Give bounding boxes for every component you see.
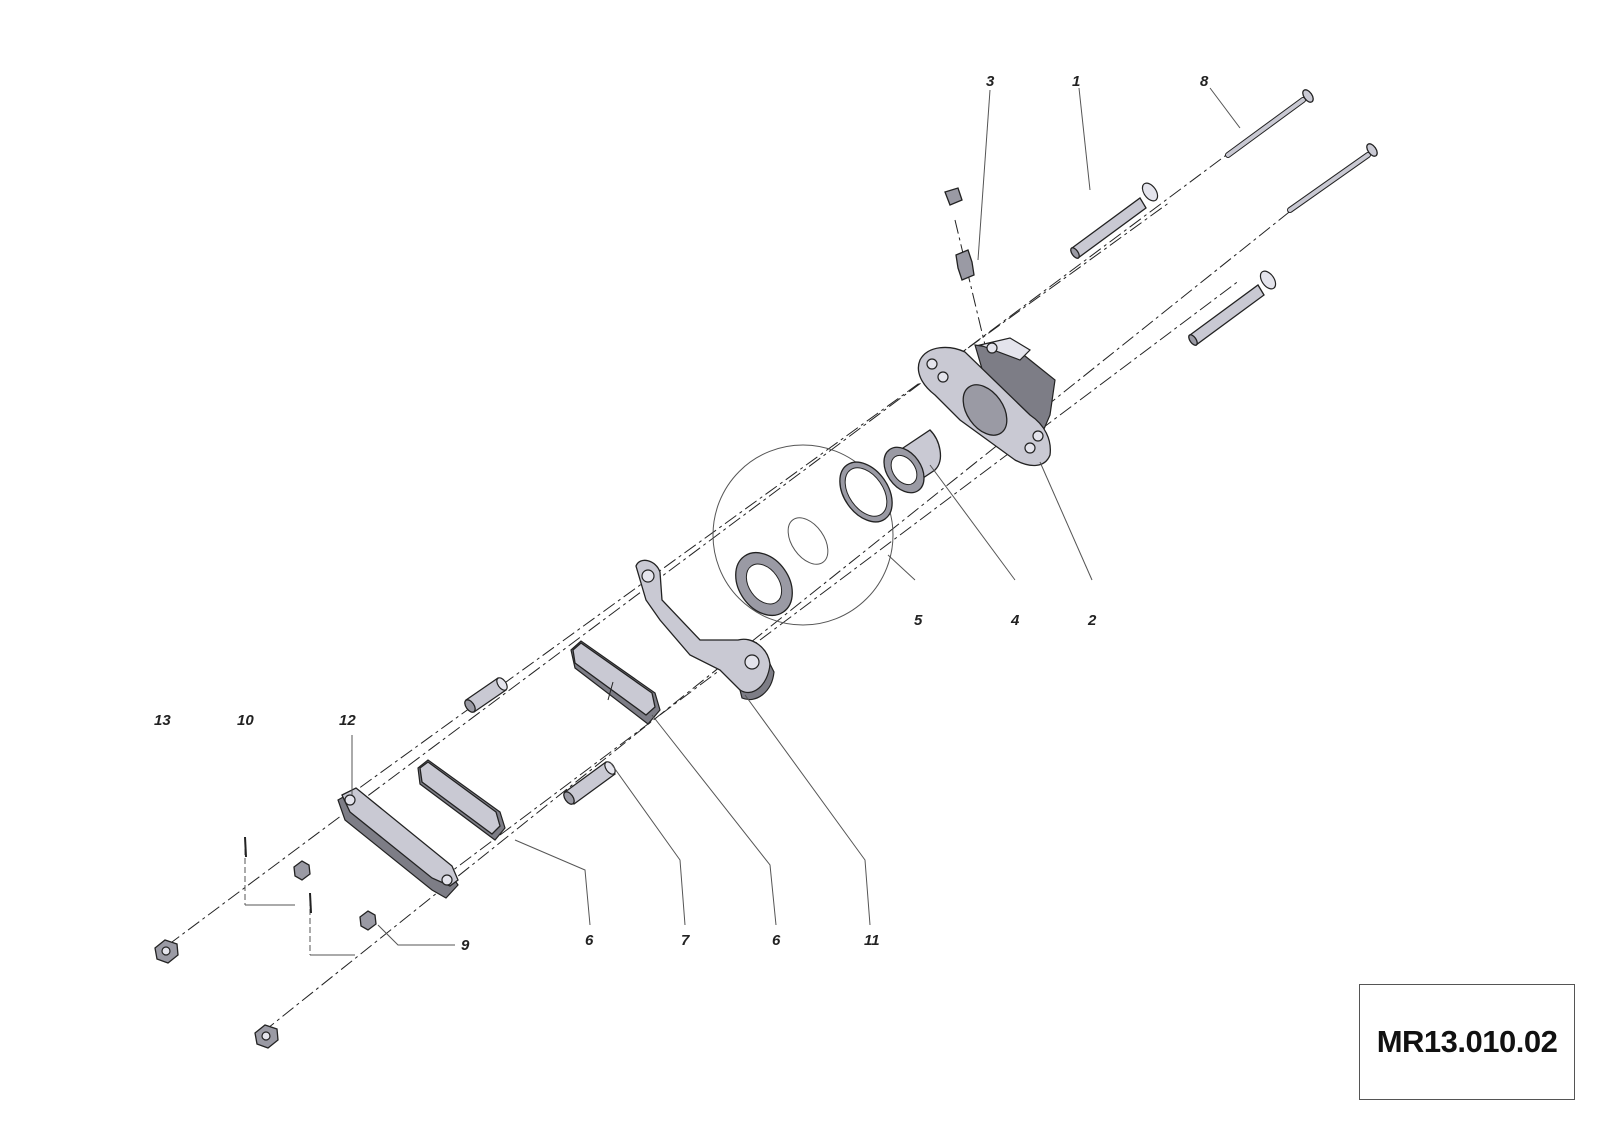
bolt-8-lower [1287,143,1378,213]
small-nut-9a [293,860,311,881]
bolt-8 [1225,89,1314,158]
bleeder-3 [944,187,975,281]
cotter-pin-1 [244,836,247,858]
callout-6b: 6 [772,932,781,949]
nut-13-lower [254,1024,279,1049]
leader-5 [887,554,916,581]
leader-1 [1078,87,1091,191]
callout-9: 9 [461,937,470,954]
leader-6b [651,714,777,926]
leader-2 [1039,461,1093,581]
sleeve-7-upper [464,677,508,713]
leader-8 [1209,87,1241,129]
callout-12: 12 [339,712,356,729]
callout-13: 13 [154,712,171,729]
bracket-11 [635,559,775,701]
seal-kit-5 [712,444,894,626]
assembly-axis-bleeder [954,219,986,346]
callout-7: 7 [681,932,690,949]
callout-4: 4 [1010,612,1020,629]
assembly-axis-middle-lower [439,279,1241,881]
cotter-pins [244,836,355,956]
leader-6a [514,839,591,926]
small-nut-9b [359,910,377,931]
assembly-axes [167,149,1299,1033]
piston-4 [883,429,942,494]
callout-2: 2 [1087,612,1097,629]
brake-pad-6-upper [570,640,661,725]
callout-3: 3 [986,73,995,90]
sleeve-7 [563,761,616,805]
nut-13 [154,939,179,964]
leader-9 [377,924,455,946]
pin-1-lower [1188,270,1277,346]
brake-pad-6-lower [417,759,506,841]
leader-7 [609,761,686,926]
leader-4 [929,464,1016,581]
pin-1 [1070,182,1159,259]
callout-numbers: 1 2 3 4 5 6 7 6 8 9 10 11 12 13 [154,73,1209,954]
callout-10: 10 [237,712,254,729]
cotter-pin-2 [309,892,312,914]
drawing-code: MR13.010.02 [1376,1024,1558,1059]
rear-plate-12 [337,787,459,899]
callout-6a: 6 [585,932,594,949]
callout-1: 1 [1072,73,1080,90]
drawing-code-box: MR13.010.02 [1359,984,1575,1100]
callout-8: 8 [1200,73,1209,90]
o-ring [787,517,829,565]
leader-lines [351,87,1241,946]
leader-3 [977,89,991,261]
leader-11 [744,694,871,926]
callout-5: 5 [914,612,923,629]
assembly-axis-middle-upper [339,201,1171,803]
caliper-body-2 [917,337,1056,467]
detail-circle [712,444,894,626]
callout-11: 11 [864,932,880,949]
assembly-axis-upper [167,149,1234,946]
assembly-axis-lower [262,204,1299,1033]
